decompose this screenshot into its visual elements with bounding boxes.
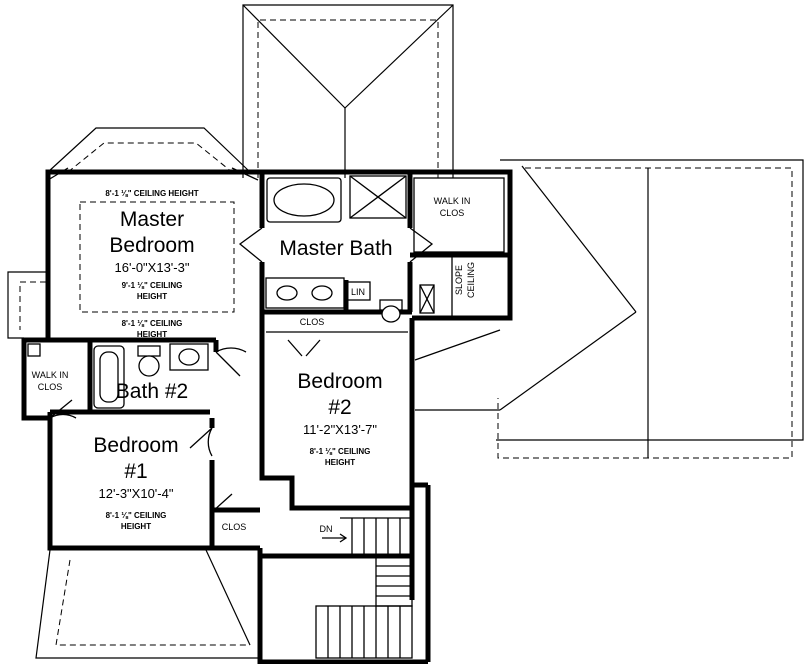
bedroom1-ceiling-1: 8'-1 ⅛" CEILING bbox=[106, 511, 167, 520]
roof-outlines bbox=[7, 4, 804, 659]
master-bedroom-ceiling-bottom-1: 8'-1 ⅛" CEILING bbox=[122, 319, 183, 328]
bedroom1-ceiling-2: HEIGHT bbox=[121, 522, 151, 531]
hall-closet-label: CLOS bbox=[300, 317, 325, 327]
bedroom2-ceiling-1: 8'-1 ⅛" CEILING bbox=[310, 447, 371, 456]
bedroom2-name-line2: #2 bbox=[328, 396, 351, 419]
master-bedroom-ceiling-top: 8'-1 ⅛" CEILING HEIGHT bbox=[105, 189, 198, 198]
stairs-down-label: DN bbox=[320, 524, 333, 534]
slope-ceiling-line2: CEILING bbox=[466, 262, 476, 298]
stairs bbox=[315, 517, 413, 659]
master-walkin-line1: WALK IN bbox=[434, 196, 471, 206]
linen-label: LIN bbox=[351, 287, 365, 297]
bedroom2-name-line1: Bedroom bbox=[297, 370, 382, 393]
master-bedroom-dimensions: 16'-0"X13'-3" bbox=[115, 260, 190, 275]
master-bath-label: Master Bath bbox=[279, 237, 392, 260]
lower-closet-label: CLOS bbox=[222, 522, 247, 532]
walls bbox=[21, 169, 513, 664]
master-bedroom-name-line2: Bedroom bbox=[109, 234, 194, 257]
master-bedroom-ceiling-inner-2: HEIGHT bbox=[137, 292, 167, 301]
bedroom1-name-line2: #1 bbox=[124, 460, 147, 483]
bed1-walkin-line1: WALK IN bbox=[32, 370, 69, 380]
bed1-walkin-line2: CLOS bbox=[38, 382, 63, 392]
master-bedroom-name-line1: Master bbox=[120, 208, 184, 231]
slope-ceiling-line1: SLOPE bbox=[454, 265, 464, 295]
master-bedroom-ceiling-inner-1: 9'-1 ⅛" CEILING bbox=[122, 281, 183, 290]
bedroom2-dimensions: 11'-2"X13'-7" bbox=[303, 422, 377, 437]
room-labels: 8'-1 ⅛" CEILING HEIGHT Master Bedroom 16… bbox=[32, 189, 476, 534]
bedroom1-name-line1: Bedroom bbox=[93, 434, 178, 457]
fixtures bbox=[27, 167, 505, 659]
bedroom2-ceiling-2: HEIGHT bbox=[325, 458, 355, 467]
bedroom1-dimensions: 12'-3"X10'-4" bbox=[99, 486, 174, 501]
bath2-label: Bath #2 bbox=[116, 380, 188, 403]
master-walkin-line2: CLOS bbox=[440, 208, 465, 218]
master-bedroom-ceiling-bottom-2: HEIGHT bbox=[137, 330, 167, 339]
